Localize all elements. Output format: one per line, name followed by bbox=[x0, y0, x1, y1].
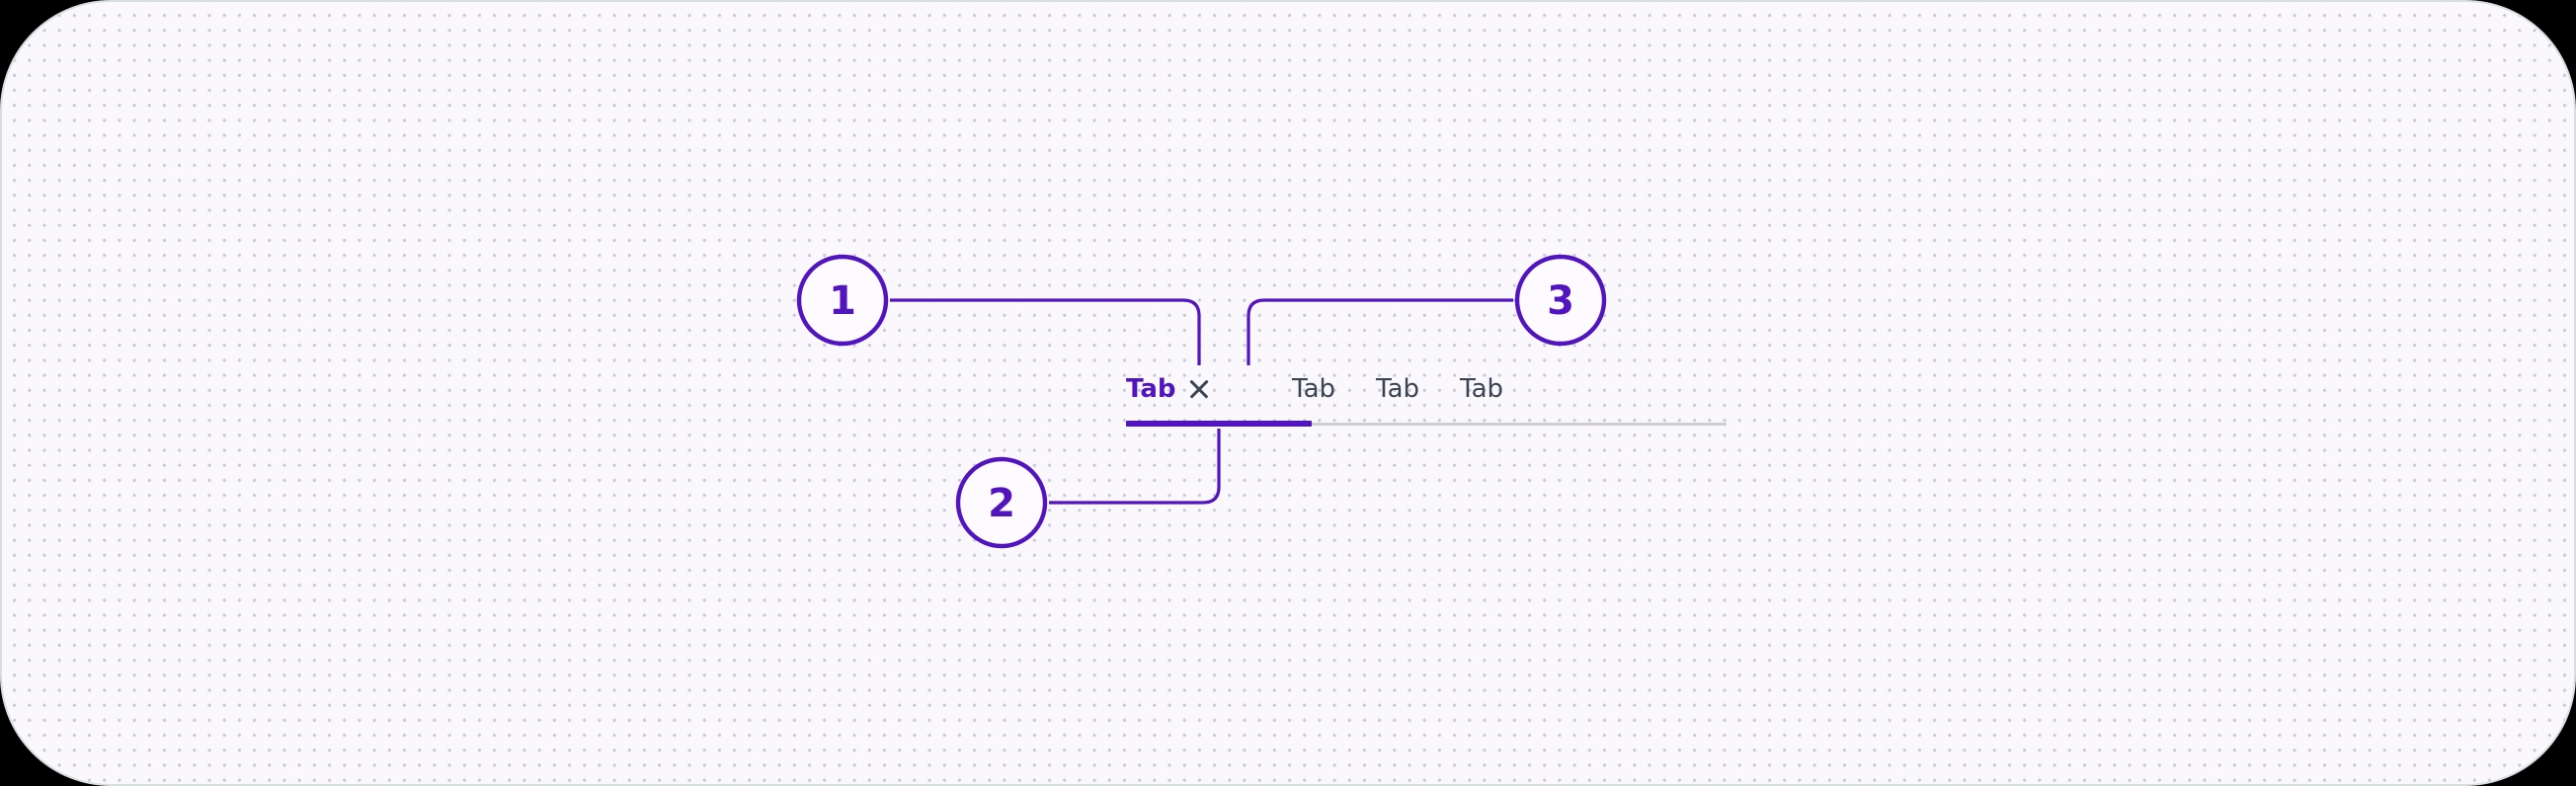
tab-bar: Tab Tab Tab Tab bbox=[1126, 369, 1727, 428]
active-tab-indicator bbox=[1126, 421, 1312, 428]
callout-circle-3 bbox=[1514, 254, 1607, 347]
callout-number-2: 2 bbox=[988, 481, 1015, 526]
tab-item-2[interactable]: Tab bbox=[1292, 369, 1335, 409]
tab-bar-divider bbox=[1126, 423, 1727, 426]
callout-circle-2 bbox=[955, 456, 1048, 549]
callout-circle-1 bbox=[796, 254, 889, 347]
tab-label: Tab bbox=[1126, 374, 1176, 404]
callout-number-1: 1 bbox=[829, 278, 856, 324]
callout-number-3: 3 bbox=[1547, 278, 1574, 324]
tab-item-active[interactable]: Tab bbox=[1126, 369, 1210, 409]
leader-line-3 bbox=[1247, 298, 1513, 365]
tab-bar-row: Tab Tab Tab Tab bbox=[1126, 369, 1727, 423]
close-icon[interactable] bbox=[1188, 378, 1210, 400]
tab-label: Tab bbox=[1376, 374, 1420, 404]
tab-label: Tab bbox=[1292, 374, 1336, 404]
tab-label: Tab bbox=[1460, 374, 1504, 404]
callout-marker-1: 1 bbox=[796, 254, 889, 347]
callout-marker-3: 3 bbox=[1514, 254, 1607, 347]
tab-item-3[interactable]: Tab bbox=[1376, 369, 1419, 409]
leader-line-2 bbox=[1049, 429, 1221, 505]
tab-item-4[interactable]: Tab bbox=[1460, 369, 1503, 409]
callout-marker-2: 2 bbox=[955, 456, 1048, 549]
leader-line-1 bbox=[890, 298, 1201, 365]
